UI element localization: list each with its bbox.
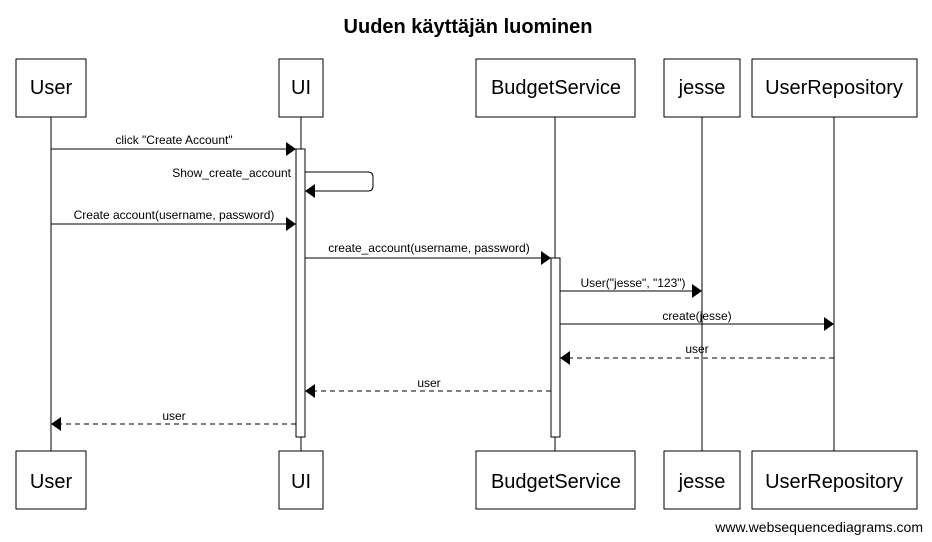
participant-label: UserRepository — [765, 471, 903, 493]
message-label: Create account(username, password) — [74, 208, 275, 222]
participant-label: UI — [291, 471, 311, 493]
participant-label: BudgetService — [491, 77, 621, 99]
participant-ui-top: UI — [278, 58, 324, 118]
message-return-user-repository: user — [560, 342, 834, 365]
message-label: user — [685, 342, 708, 356]
participant-budgetservice-bottom: BudgetService — [475, 450, 636, 510]
participant-label: User — [30, 77, 73, 99]
message-create-jesse: create(jesse) — [560, 309, 834, 331]
participant-label: User — [30, 471, 73, 493]
activation-budgetservice — [550, 257, 561, 438]
participant-budgetservice-top: BudgetService — [475, 58, 636, 118]
message-new-user-jesse: User("jesse", "123") — [560, 276, 702, 298]
participant-label: jesse — [678, 471, 726, 493]
message-label: click "Create Account" — [115, 133, 232, 147]
message-label: Show_create_account — [172, 166, 291, 180]
participant-userrepository-bottom: UserRepository — [751, 450, 918, 510]
message-return-budgetservice: user — [305, 376, 551, 398]
participant-label: jesse — [678, 77, 726, 99]
message-show-create-account: Show_create_account — [172, 166, 374, 198]
message-label: create_account(username, password) — [328, 241, 529, 255]
participant-userrepository-top: UserRepository — [751, 58, 918, 118]
participant-user-bottom: User — [15, 450, 87, 510]
participant-label: UI — [291, 77, 311, 99]
participant-label: BudgetService — [491, 471, 621, 493]
participant-jesse-bottom: jesse — [663, 450, 741, 510]
message-label: user — [162, 409, 185, 423]
message-create-account-service: create_account(username, password) — [305, 241, 551, 265]
participant-label: UserRepository — [765, 77, 903, 99]
message-return-ui: user — [51, 409, 296, 431]
message-label: create(jesse) — [662, 309, 731, 323]
participant-user-top: User — [15, 58, 87, 118]
message-create-account: Create account(username, password) — [51, 208, 296, 231]
message-label: User("jesse", "123") — [580, 276, 685, 290]
diagram-title: Uuden käyttäjän luominen — [344, 16, 593, 38]
footer-watermark: www.websequencediagrams.com — [714, 519, 923, 535]
activation-ui — [295, 148, 306, 438]
message-label: user — [417, 376, 440, 390]
message-click-create-account: click "Create Account" — [51, 133, 296, 156]
participant-ui-bottom: UI — [278, 450, 324, 510]
participant-jesse-top: jesse — [663, 58, 741, 118]
